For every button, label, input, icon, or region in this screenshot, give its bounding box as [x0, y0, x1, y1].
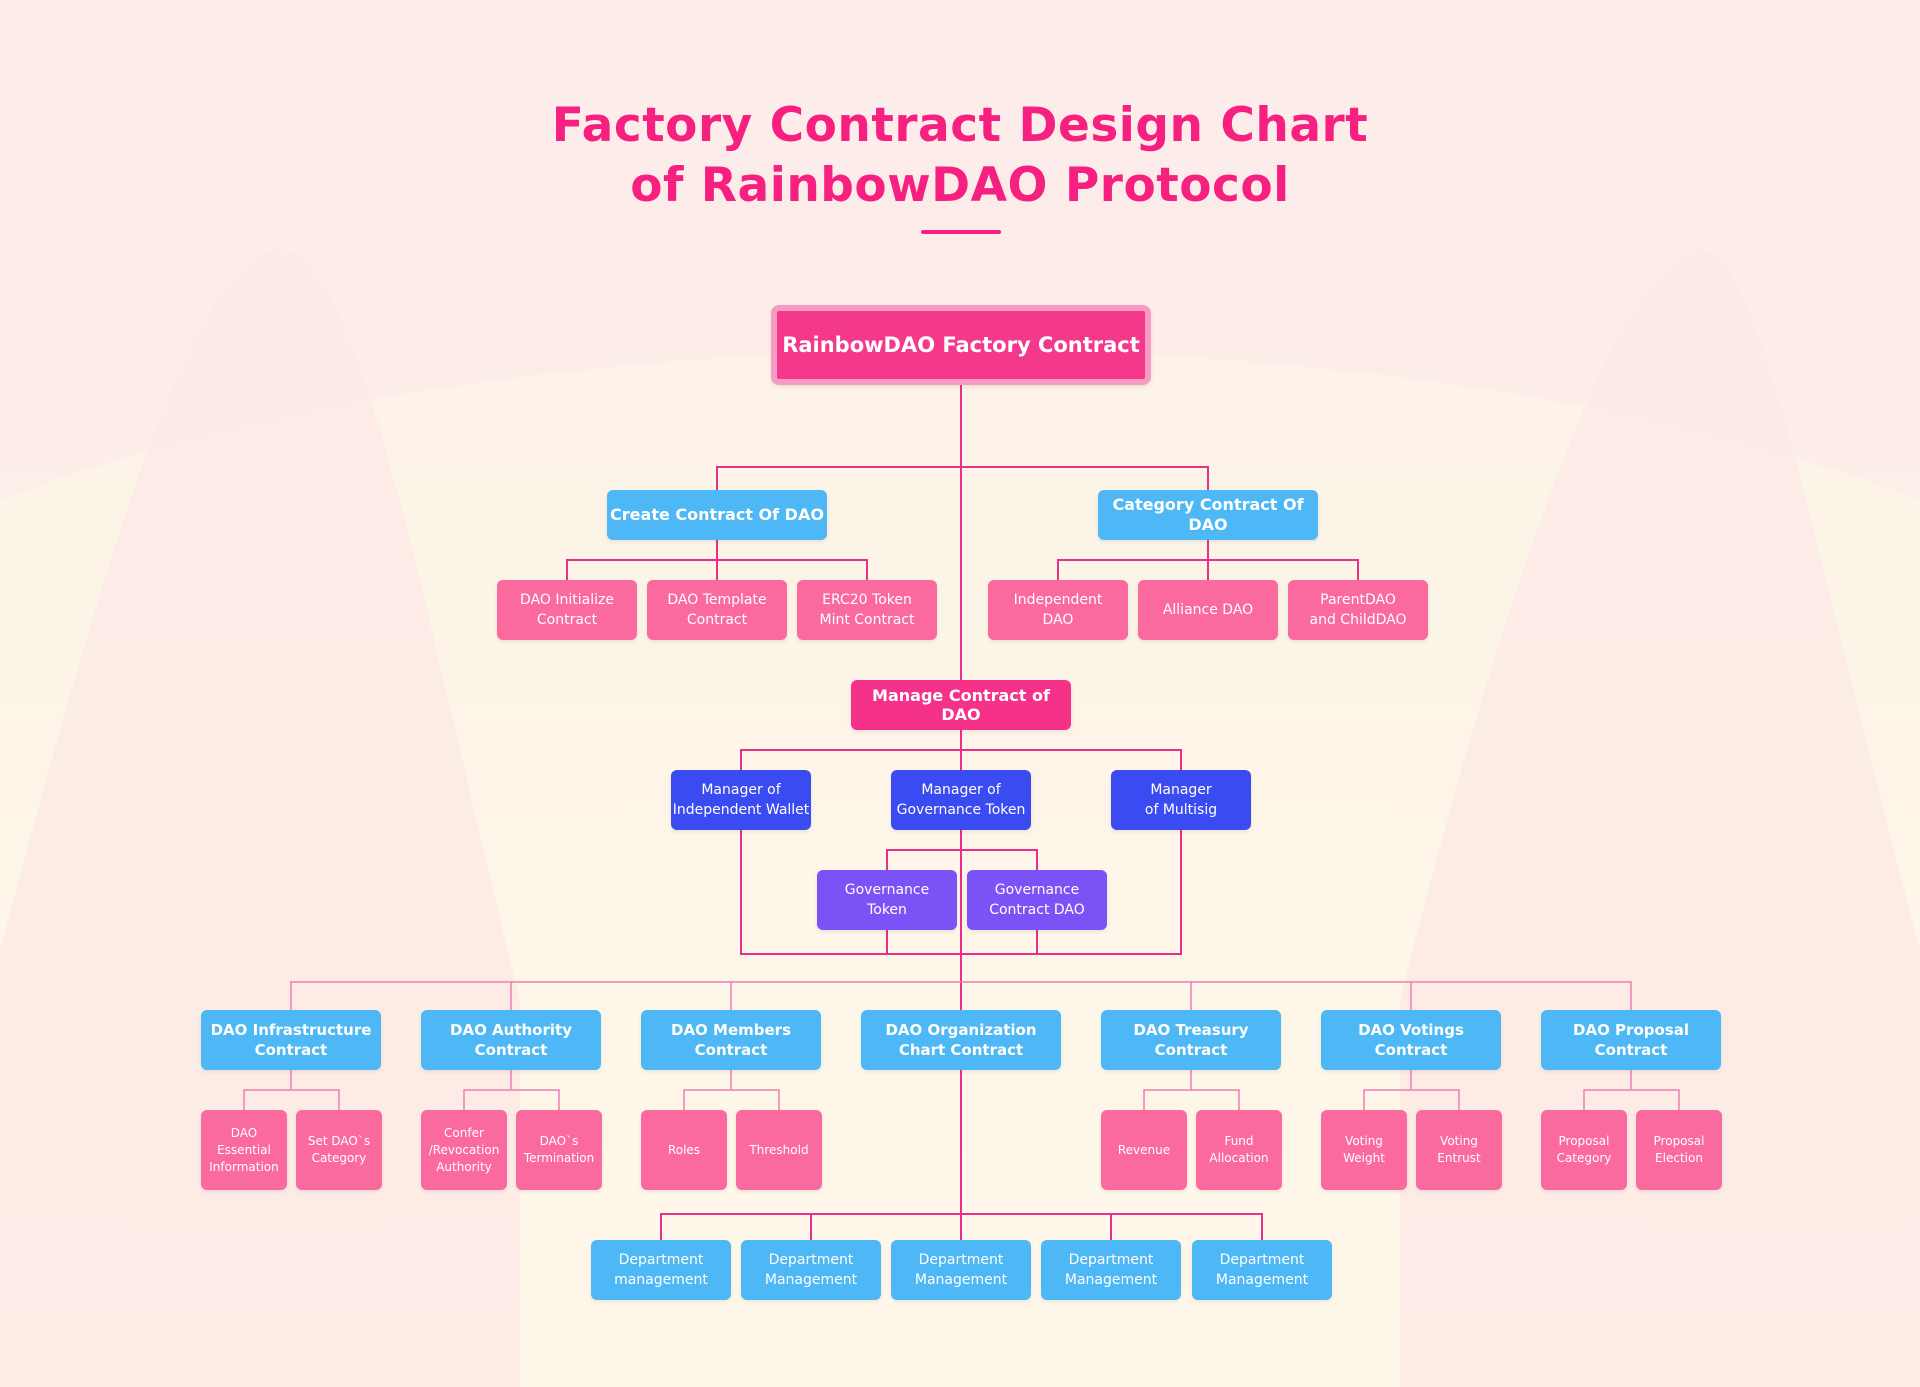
root-node: RainbowDAO Factory Contract: [771, 305, 1151, 385]
essential-info-node: DAO Essential Information: [201, 1110, 287, 1190]
governance-token-node: Governance Token: [817, 870, 957, 930]
threshold-node: Threshold: [736, 1110, 822, 1190]
independent-dao-node: Independent DAO: [988, 580, 1128, 640]
manager-wallet-node: Manager of Independent Wallet: [671, 770, 811, 830]
manager-governance-token-node: Manager of Governance Token: [891, 770, 1031, 830]
proposal-election-node: Proposal Election: [1636, 1110, 1722, 1190]
org-chart-contract-node: DAO Organization Chart Contract: [861, 1010, 1061, 1070]
fund-allocation-node: Fund Allocation: [1196, 1110, 1282, 1190]
create-contract-node: Create Contract Of DAO: [607, 490, 827, 540]
title-underline: [921, 230, 1001, 234]
parent-child-dao-node: ParentDAO and ChildDAO: [1288, 580, 1428, 640]
proposal-contract-node: DAO Proposal Contract: [1541, 1010, 1721, 1070]
department-node-2: Department Management: [741, 1240, 881, 1300]
category-contract-node: Category Contract Of DAO: [1098, 490, 1318, 540]
department-node-5: Department Management: [1192, 1240, 1332, 1300]
alliance-dao-node: Alliance DAO: [1138, 580, 1278, 640]
title-line-1: Factory Contract Design Chart: [551, 98, 1369, 153]
title-line-2: of RainbowDAO Protocol: [630, 158, 1290, 213]
confer-revocation-node: Confer /Revocation Authority: [421, 1110, 507, 1190]
chart-title: Factory Contract Design Chart of Rainbow…: [0, 96, 1920, 216]
governance-contract-dao-node: Governance Contract DAO: [967, 870, 1107, 930]
revenue-node: Revenue: [1101, 1110, 1187, 1190]
roles-node: Roles: [641, 1110, 727, 1190]
treasury-contract-node: DAO Treasury Contract: [1101, 1010, 1281, 1070]
manage-contract-node: Manage Contract of DAO: [851, 680, 1071, 730]
department-node-3: Department Management: [891, 1240, 1031, 1300]
dao-template-node: DAO Template Contract: [647, 580, 787, 640]
dao-initialize-node: DAO Initialize Contract: [497, 580, 637, 640]
department-node-4: Department Management: [1041, 1240, 1181, 1300]
voting-weight-node: Voting Weight: [1321, 1110, 1407, 1190]
termination-node: DAO`s Termination: [516, 1110, 602, 1190]
proposal-category-node: Proposal Category: [1541, 1110, 1627, 1190]
erc20-mint-node: ERC20 Token Mint Contract: [797, 580, 937, 640]
set-category-node: Set DAO`s Category: [296, 1110, 382, 1190]
manager-multisig-node: Manager of Multisig: [1111, 770, 1251, 830]
voting-entrust-node: Voting Entrust: [1416, 1110, 1502, 1190]
authority-contract-node: DAO Authority Contract: [421, 1010, 601, 1070]
department-node-1: Department management: [591, 1240, 731, 1300]
infrastructure-contract-node: DAO Infrastructure Contract: [201, 1010, 381, 1070]
members-contract-node: DAO Members Contract: [641, 1010, 821, 1070]
votings-contract-node: DAO Votings Contract: [1321, 1010, 1501, 1070]
